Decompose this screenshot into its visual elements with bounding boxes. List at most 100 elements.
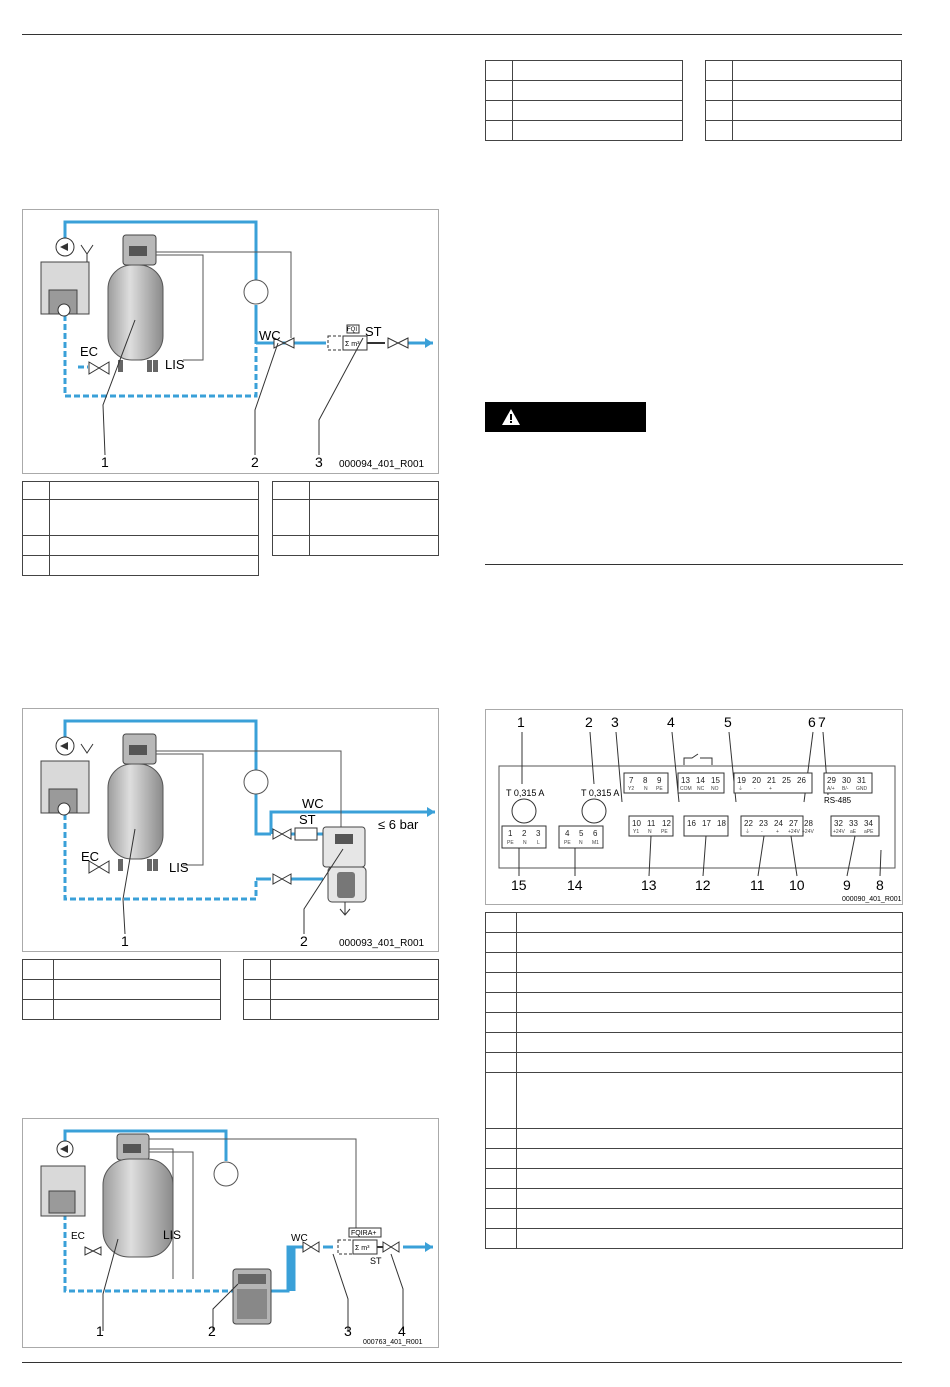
t-31-sub: GND [856, 786, 868, 792]
fig2-wc-label: WC [302, 796, 324, 811]
t-4: 4 [565, 829, 570, 838]
terminal-callout-9: 9 [843, 877, 851, 893]
t-4-sub: PE [564, 840, 571, 846]
t-5: 5 [579, 829, 584, 838]
t-20: 20 [752, 776, 761, 785]
fig3-callout-4: 4 [398, 1323, 406, 1339]
terminal-callout-13: 13 [641, 877, 657, 893]
t-11: 11 [647, 819, 656, 828]
fig3-code: 000763_401_R001 [363, 1339, 423, 1346]
t-31: 31 [857, 776, 866, 785]
fig1-legend-right [272, 481, 439, 556]
legend-table-top-left [485, 60, 683, 141]
fig3-callout-1: 1 [96, 1323, 104, 1339]
fig3-meter-label: Σ m³ [355, 1245, 370, 1252]
fig3-callout-3: 3 [344, 1323, 352, 1339]
t-21-sub: + [769, 786, 772, 792]
rs485-label: RS-485 [824, 796, 852, 805]
figure-2-diagram: EC LIS WC ST ≤ 6 bar 1 2 000093_401_R001 [22, 708, 439, 952]
fig2-code: 000093_401_R001 [339, 938, 425, 949]
t-33-sub: aE [850, 829, 857, 835]
fig2-st-label: ST [299, 812, 316, 827]
fig2-callout-2: 2 [300, 933, 308, 949]
t-15-sub: NO [711, 786, 719, 792]
t-28: 28 [804, 819, 813, 828]
t-9: 9 [657, 776, 662, 785]
fuse-1-label: T 0,315 A [506, 788, 544, 798]
t-3: 3 [536, 829, 541, 838]
fig3-lis-label: LIS [163, 1228, 181, 1242]
t-33: 33 [849, 819, 858, 828]
t-12: 12 [662, 819, 671, 828]
fig1-legend-left [22, 481, 259, 576]
fig1-wc-label: WC [259, 328, 281, 343]
t-19: 19 [737, 776, 746, 785]
t-28-sub: +24V [802, 829, 814, 835]
terminal-callout-15: 15 [511, 877, 527, 893]
t-22: 22 [744, 819, 753, 828]
t-5-sub: N [579, 840, 583, 846]
t-6: 6 [593, 829, 598, 838]
fig3-ec-label: EC [71, 1231, 85, 1242]
t-18: 18 [717, 819, 726, 828]
t-30: 30 [842, 776, 851, 785]
terminal-callout-10: 10 [789, 877, 805, 893]
fig3-fqira-label: FQIRA+ [351, 1230, 376, 1237]
t-11-sub: N [648, 829, 652, 835]
t-24: 24 [774, 819, 783, 828]
fig3-callout-2: 2 [208, 1323, 216, 1339]
t-14-sub: NC [697, 786, 705, 792]
terminal-callout-2: 2 [585, 714, 593, 730]
fig2-callout-1: 1 [121, 933, 129, 949]
t-20-sub: - [754, 786, 756, 792]
t-10-sub: Y1 [633, 829, 639, 835]
t-21: 21 [767, 776, 776, 785]
t-6-sub: M1 [592, 840, 599, 846]
fig1-ec-label: EC [80, 344, 98, 359]
section-separator [485, 564, 903, 565]
fig1-callout-1: 1 [101, 454, 109, 470]
fig1-st-label: ST [365, 324, 382, 339]
t-13-sub: COM [680, 786, 692, 792]
terminal-callout-14: 14 [567, 877, 583, 893]
t-15: 15 [711, 776, 720, 785]
t-25: 25 [782, 776, 791, 785]
t-7: 7 [629, 776, 634, 785]
t-32: 32 [834, 819, 843, 828]
t-27: 27 [789, 819, 798, 828]
t-26: 26 [797, 776, 806, 785]
legend-table-top-right [705, 60, 902, 141]
fig2-lis-label: LIS [169, 860, 189, 875]
terminal-diagram: 1 2 3 4 5 6 7 T 0,315 A T 0,315 A RS-485 [485, 709, 903, 905]
t-14: 14 [696, 776, 705, 785]
fuse-2-label: T 0,315 A [581, 788, 619, 798]
fig3-st-label: ST [370, 1256, 382, 1266]
fig2-pressure-label: ≤ 6 bar [378, 817, 419, 832]
t-13: 13 [681, 776, 690, 785]
t-8-sub: N [644, 786, 648, 792]
figure-3-diagram: EC LIS WC ST FQIRA+ Σ m³ 1 2 3 4 000763_… [22, 1118, 439, 1348]
t-7-sub: Y2 [628, 786, 634, 792]
terminal-callout-12: 12 [695, 877, 711, 893]
t-29: 29 [827, 776, 836, 785]
fig1-callout-3: 3 [315, 454, 323, 470]
t-17: 17 [702, 819, 711, 828]
t-19-sub: ⏚ [738, 785, 743, 792]
t-10: 10 [632, 819, 641, 828]
t-8: 8 [643, 776, 648, 785]
terminal-callout-5: 5 [724, 714, 732, 730]
t-23: 23 [759, 819, 768, 828]
terminal-code: 000090_401_R001 [842, 896, 902, 903]
terminal-callout-11: 11 [750, 877, 765, 893]
t-24-sub: + [776, 829, 779, 835]
t-16: 16 [687, 819, 696, 828]
terminal-legend-table [485, 912, 903, 1249]
t-23-sub: - [761, 829, 763, 835]
t-34-sub: aPE [864, 829, 874, 835]
t-22-sub: ⏚ [745, 828, 750, 835]
fig1-meter-label: Σ m³ [345, 341, 360, 348]
fig2-legend-right [243, 959, 439, 1020]
fig2-legend-left [22, 959, 221, 1020]
t-27-sub: +24V [788, 829, 800, 835]
t-34: 34 [864, 819, 873, 828]
